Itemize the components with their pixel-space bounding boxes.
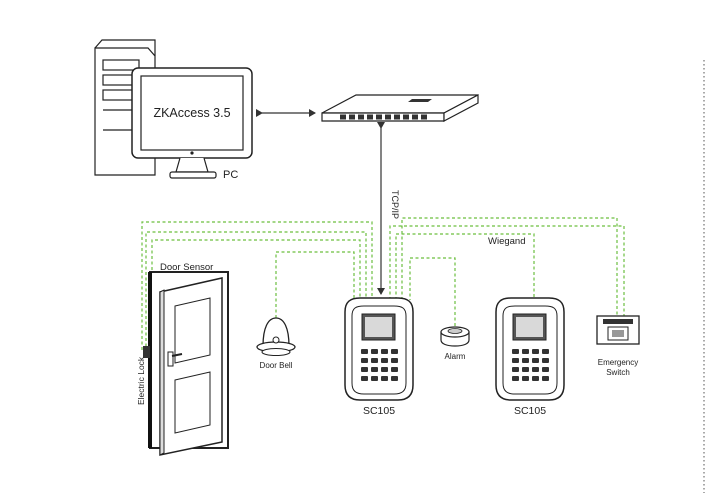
- door-sensor-label: Door Sensor: [160, 262, 213, 273]
- reader-1-label: SC105: [363, 405, 395, 417]
- emergency-label-line2: Switch: [606, 368, 630, 377]
- sc105-reader-2-icon: [495, 297, 565, 401]
- emergency-label-line1: Emergency: [598, 358, 638, 367]
- door-bell-label: Door Bell: [260, 361, 293, 370]
- wiegand-label: Wiegand: [488, 236, 526, 247]
- pc-label: PC: [223, 169, 238, 181]
- electric-lock-label: Electric Lock: [136, 356, 146, 405]
- door-bell-icon: [256, 317, 296, 357]
- reader-2-label: SC105: [514, 405, 546, 417]
- network-switch-icon: [321, 94, 479, 122]
- alarm-icon: [440, 326, 470, 347]
- alarm-label: Alarm: [445, 352, 466, 361]
- software-label: ZKAccess 3.5: [153, 106, 230, 120]
- door-icon: [143, 271, 229, 456]
- emergency-switch-icon: [596, 315, 640, 345]
- sc105-reader-1-icon: [344, 297, 414, 401]
- network-label: TCP/IP: [390, 190, 400, 219]
- pc-monitor-icon: [131, 67, 253, 179]
- wiring: [141, 217, 625, 352]
